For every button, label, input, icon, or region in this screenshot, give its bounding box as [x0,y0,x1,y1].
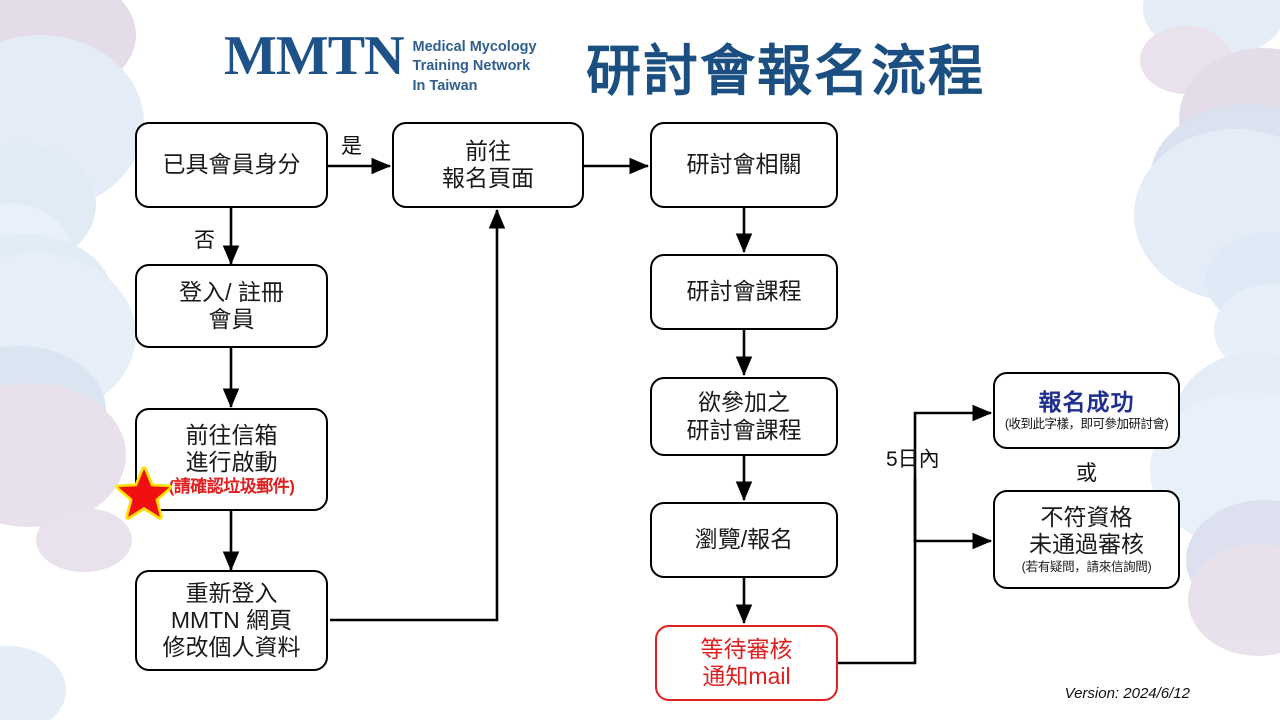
node-line: 進行啟動 [185,449,278,476]
node-relogin-edit: 重新登入 MMTN 網頁 修改個人資料 [135,570,328,671]
node-line: 報名頁面 [442,165,534,191]
node-line: 前往 [465,137,511,164]
node-line: 會員 [208,306,255,332]
node-line: 前往信箱 [185,422,278,449]
node-member-check: 已具會員身分 [135,122,328,208]
logo-wordmark: MMTN [224,25,405,87]
node-line: 不符資格 [1040,504,1133,530]
node-line: 已具會員身分 [162,151,301,178]
node-line: 未通過審核 [1029,531,1144,558]
node-line: 通知mail [702,663,791,689]
star-icon [116,466,172,520]
node-rejected: 不符資格 未通過審核 (若有疑問，請來信詢問) [993,490,1180,589]
version-label: Version: 2024/6/12 [1064,685,1190,702]
node-line: 研討會相關 [686,151,802,178]
success-title: 報名成功 [1038,389,1135,416]
node-activate-mail: 前往信箱 進行啟動 (請確認垃圾郵件) [135,408,328,511]
mmtn-logo: MMTN Medical Mycology Training Network I… [224,25,537,96]
success-subtitle: (收到此字樣，即可參加研討會) [1004,417,1169,432]
node-line: 研討會課程 [686,278,802,305]
node-registration-success: 報名成功 (收到此字樣，即可參加研討會) [993,372,1180,449]
spam-folder-warning: (請確認垃圾郵件) [168,476,295,496]
rejected-subtitle: (若有疑問，請來信詢問) [1021,560,1152,575]
node-line: 登入/ 註冊 [179,278,284,305]
node-line: 修改個人資料 [162,634,301,661]
logo-subtitle: Medical Mycology Training Network In Tai… [412,39,537,94]
node-seminar-course: 研討會課程 [650,254,838,330]
node-desired-course: 欲參加之 研討會課程 [650,377,838,456]
edge-label-no: 否 [194,229,215,252]
node-login-register: 登入/ 註冊 會員 [135,264,328,348]
node-await-review: 等待審核 通知mail [655,625,838,701]
node-line: 欲參加之 [698,389,790,416]
node-line: 重新登入 [185,579,278,606]
edge-label-or: 或 [1076,462,1097,485]
edge-label-within-5-days: 5日內 [886,448,940,471]
node-line: 等待審核 [700,635,793,662]
node-goto-signup: 前往 報名頁面 [392,122,584,208]
node-browse-signup: 瀏覽/報名 [650,502,838,578]
edge-await-to-rejected [913,478,993,550]
page-title: 研討會報名流程 [586,40,986,102]
node-seminar-info: 研討會相關 [650,122,838,208]
edge-relogin-to-signup [330,208,506,622]
node-line: 研討會課程 [686,416,802,443]
node-line: 瀏覽/報名 [694,526,794,553]
edge-label-yes: 是 [341,135,362,158]
node-line: MMTN 網頁 [170,606,293,633]
